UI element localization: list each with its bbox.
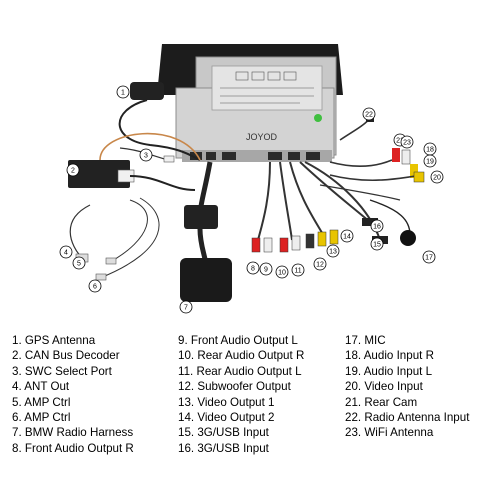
callout-number: 21 bbox=[396, 138, 404, 145]
legend-item: 15. 3G/USB Input bbox=[178, 426, 269, 440]
callout-circle bbox=[423, 154, 437, 168]
callout-circle bbox=[275, 265, 289, 279]
wiring-diagram-image: JOYOD bbox=[59, 44, 444, 314]
callout-circle bbox=[430, 170, 444, 184]
bmw-radio-harness bbox=[180, 161, 232, 302]
brand-logo: JOYOD bbox=[246, 132, 278, 142]
callout-number: 13 bbox=[329, 249, 337, 256]
swc-connector bbox=[163, 155, 175, 163]
callout-circle bbox=[313, 257, 327, 271]
callout-number: 2 bbox=[71, 168, 75, 175]
callout-circle bbox=[139, 148, 153, 162]
gps-antenna-puck bbox=[130, 82, 164, 100]
rca-bundle bbox=[251, 161, 388, 253]
legend-item: 10. Rear Audio Output R bbox=[178, 349, 305, 363]
legend-item: 13. Video Output 1 bbox=[178, 395, 275, 409]
callout-number: 5 bbox=[77, 261, 81, 268]
legend-column-2: 9. Front Audio Output L 10. Rear Audio O… bbox=[178, 333, 304, 456]
legend-item: 3. SWC Select Port bbox=[12, 364, 112, 378]
callout-number: 8 bbox=[251, 266, 255, 273]
callout-number: 6 bbox=[93, 284, 97, 291]
legend-item: 6. AMP Ctrl bbox=[12, 411, 71, 425]
callout-circle bbox=[246, 261, 260, 275]
callout-number: 20 bbox=[433, 175, 441, 182]
legend-item: 19. Audio Input L bbox=[345, 364, 433, 378]
callout-circle bbox=[362, 107, 376, 121]
gps-antenna bbox=[118, 82, 201, 161]
callout-number: 10 bbox=[278, 270, 286, 277]
callout-number: 9 bbox=[264, 267, 268, 274]
legend-item: 8. Front Audio Output R bbox=[12, 441, 134, 455]
legend-item: 14. Video Output 2 bbox=[178, 411, 275, 425]
legend-item: 17. MIC bbox=[345, 334, 386, 347]
radio-antenna-lead bbox=[339, 117, 371, 141]
callout-number: 12 bbox=[316, 262, 324, 269]
legend-item: 11. Rear Audio Output L bbox=[178, 364, 302, 378]
mic bbox=[369, 199, 416, 246]
callout-number: 23 bbox=[403, 140, 411, 147]
callout-number: 1 bbox=[121, 90, 125, 97]
callout-number: 14 bbox=[343, 234, 351, 241]
legend-item: 23. WiFi Antenna bbox=[345, 426, 434, 440]
head-unit: JOYOD bbox=[157, 44, 343, 162]
legend-item: 16. 3G/USB Input bbox=[178, 441, 269, 455]
callout-circle bbox=[88, 279, 102, 293]
callout-number: 16 bbox=[373, 224, 381, 231]
callout-number: 15 bbox=[373, 242, 381, 249]
legend-item: 18. Audio Input R bbox=[345, 349, 434, 363]
legend-column-1: 1. GPS Antenna 2. CAN Bus Decoder 3. SWC… bbox=[12, 333, 134, 456]
callout-circle bbox=[370, 237, 384, 251]
canbus-decoder bbox=[68, 132, 201, 191]
callout-number: 18 bbox=[426, 147, 434, 154]
callout-circle bbox=[259, 262, 273, 276]
callout-number: 19 bbox=[426, 159, 434, 166]
callout-number: 7 bbox=[184, 305, 188, 312]
amp-ctrl-lead bbox=[109, 199, 148, 263]
legend: 1. GPS Antenna 2. CAN Bus Decoder 3. SWC… bbox=[12, 333, 500, 493]
callout-circle bbox=[66, 163, 80, 177]
legend-item: 5. AMP Ctrl bbox=[12, 395, 71, 409]
legend-item: 7. BMW Radio Harness bbox=[12, 426, 134, 440]
callout-circle bbox=[422, 250, 436, 264]
ant-out-lead bbox=[69, 204, 91, 259]
callout-circle bbox=[59, 245, 73, 259]
legend-item: 1. GPS Antenna bbox=[12, 334, 96, 347]
callout-circle bbox=[179, 300, 193, 314]
legend-item: 20. Video Input bbox=[345, 380, 423, 394]
amp-ctrl-lead-2 bbox=[99, 197, 160, 279]
callout-circle bbox=[72, 256, 86, 270]
callout-circle bbox=[400, 135, 414, 149]
callout-number: 17 bbox=[425, 255, 433, 262]
callout-number: 22 bbox=[365, 112, 373, 119]
callout-circle bbox=[340, 229, 354, 243]
callout-number: 11 bbox=[294, 268, 301, 275]
status-led bbox=[314, 114, 322, 122]
harness-plug bbox=[180, 258, 232, 302]
legend-item: 9. Front Audio Output L bbox=[178, 334, 298, 347]
callout-circle bbox=[326, 244, 340, 258]
callout-circle bbox=[370, 219, 384, 233]
callout-number: 3 bbox=[144, 153, 148, 160]
callout-circle bbox=[116, 85, 130, 99]
legend-item: 21. Rear Cam bbox=[345, 395, 418, 409]
callout-number: 4 bbox=[64, 250, 68, 257]
legend-item: 4. ANT Out bbox=[12, 380, 70, 394]
canbus-box bbox=[68, 160, 130, 188]
legend-item: 2. CAN Bus Decoder bbox=[12, 349, 120, 363]
callout-circle bbox=[291, 263, 305, 277]
legend-item: 22. Radio Antenna Input bbox=[345, 411, 470, 425]
legend-item: 12. Subwoofer Output bbox=[178, 380, 291, 394]
legend-column-3: 17. MIC 18. Audio Input R 19. Audio Inpu… bbox=[345, 333, 469, 441]
